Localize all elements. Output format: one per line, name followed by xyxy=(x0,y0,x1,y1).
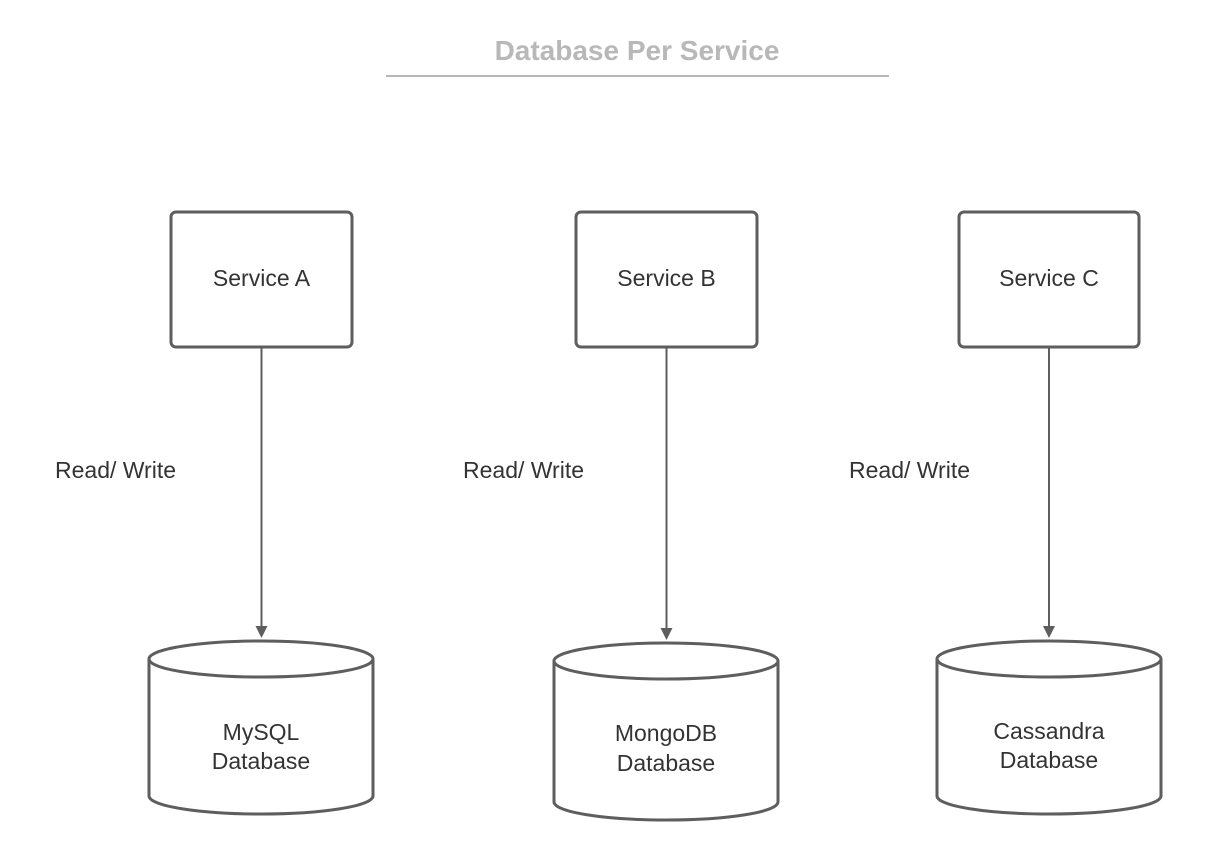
database-mysql-line1: MySQL xyxy=(223,719,300,745)
column-service-b: Service B Read/ Write MongoDB Database xyxy=(463,210,780,822)
database-mongodb[interactable]: MongoDB Database xyxy=(552,641,780,822)
column-service-c: Service C Read/ Write Cassandra Database xyxy=(849,210,1163,816)
service-c-label: Service C xyxy=(999,265,1099,291)
database-cassandra-line1: Cassandra xyxy=(993,718,1104,744)
database-mongodb-line1: MongoDB xyxy=(615,720,717,746)
database-cassandra-top xyxy=(935,639,1163,679)
database-mysql-line2: Database xyxy=(212,748,310,774)
database-mysql-body xyxy=(147,659,375,816)
edge-b-label: Read/ Write xyxy=(463,457,584,483)
database-mongodb-body xyxy=(552,661,780,822)
database-cassandra-line2: Database xyxy=(1000,747,1098,773)
database-mongodb-line2: Database xyxy=(617,750,715,776)
edge-a-label: Read/ Write xyxy=(55,457,176,483)
diagram-title: Database Per Service xyxy=(495,35,780,66)
service-b-label: Service B xyxy=(617,265,715,291)
database-mysql[interactable]: MySQL Database xyxy=(147,639,375,816)
column-service-a: Service A Read/ Write MySQL Database xyxy=(55,210,375,816)
database-mysql-top xyxy=(147,639,375,679)
database-cassandra[interactable]: Cassandra Database xyxy=(935,639,1163,816)
service-a-label: Service A xyxy=(213,265,311,291)
edge-c-label: Read/ Write xyxy=(849,457,970,483)
database-cassandra-body xyxy=(935,659,1163,816)
database-mongodb-top xyxy=(552,641,780,681)
